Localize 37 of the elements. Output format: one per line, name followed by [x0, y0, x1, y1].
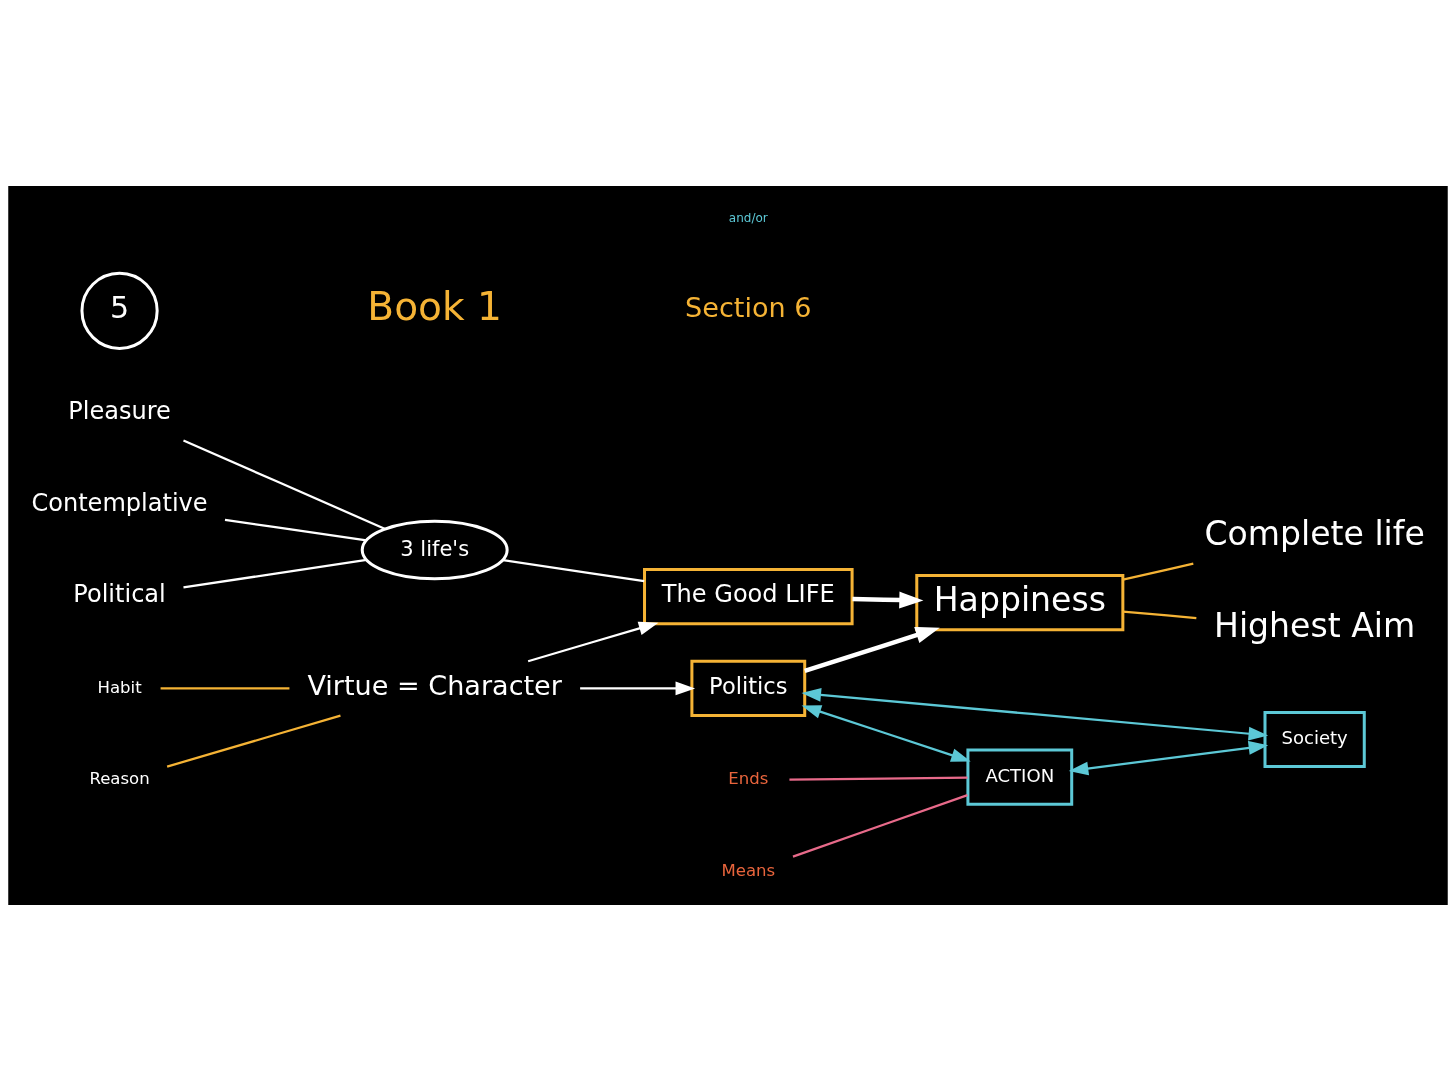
label: Book 1 — [367, 284, 502, 330]
node-box: The Good LIFE — [643, 568, 854, 626]
connector — [183, 439, 386, 530]
connector — [792, 794, 968, 858]
arrow — [1068, 741, 1269, 776]
node-text: Ends — [728, 769, 769, 789]
node-text: Pleasure — [68, 396, 171, 425]
node-box: Happiness — [915, 574, 1125, 632]
connector — [1122, 562, 1194, 581]
connector — [160, 687, 290, 690]
connector — [183, 558, 367, 589]
label: and/or — [728, 210, 768, 225]
node-box: Politics — [690, 659, 807, 717]
node-circle: 5 — [80, 271, 159, 350]
node-text: Habit — [97, 677, 142, 697]
connector — [789, 776, 968, 781]
connector — [1122, 610, 1197, 620]
connector — [166, 714, 341, 768]
node-text: Highest Aim — [1214, 605, 1416, 645]
arrow — [527, 621, 659, 663]
node-text: Reason — [89, 769, 150, 789]
node-ellipse: 3 life's — [360, 519, 509, 581]
node-text: Means — [721, 861, 776, 881]
arrow — [852, 591, 924, 609]
node-text: Political — [73, 580, 166, 609]
arrow — [801, 688, 1269, 741]
node-text: Virtue = Character — [307, 670, 562, 702]
arrow — [804, 627, 940, 673]
arrow — [801, 705, 971, 762]
node-text: Contemplative — [31, 488, 208, 517]
arrow — [580, 681, 696, 696]
node-box: ACTION — [966, 748, 1074, 806]
node-box: Society — [1263, 710, 1366, 769]
connector — [224, 518, 367, 542]
label: Section 6 — [685, 292, 812, 324]
node-text: Complete life — [1204, 513, 1425, 553]
connector — [502, 558, 645, 583]
